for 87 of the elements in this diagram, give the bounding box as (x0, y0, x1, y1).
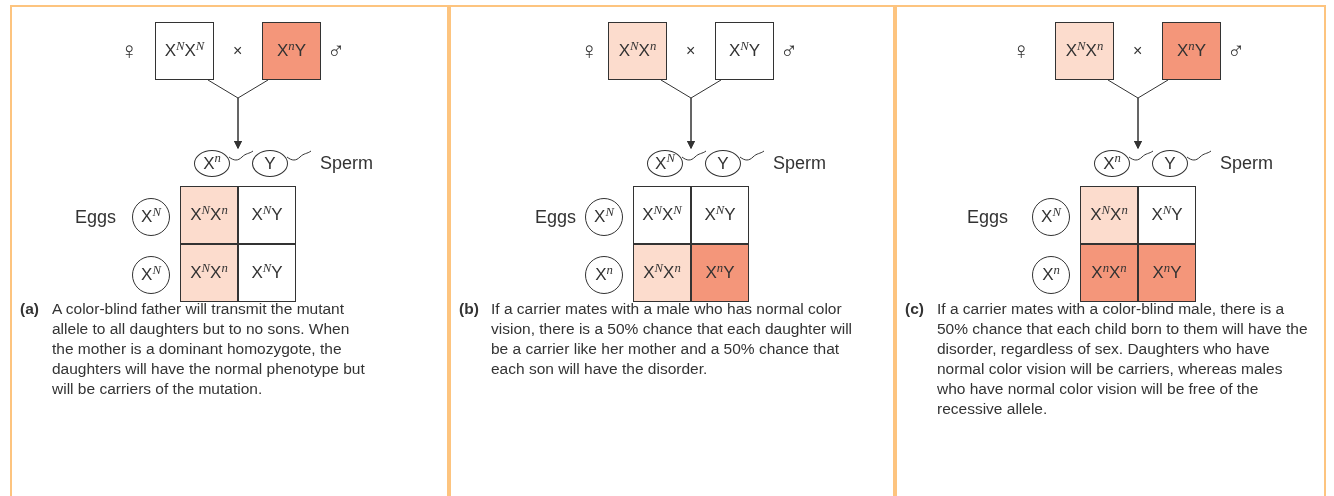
gamete-label: Eggs (966, 206, 1008, 229)
egg-cell (585, 198, 623, 236)
genotype-label: Y (264, 152, 276, 175)
panel-description: If a carrier mates with a color-blind male, there is a 50% chance that each child born to them will have the disorder, regardless of sex. Daughters who have normal color vision will be carriers, whereas males who have normal color vision will be free of the recessive allele. (937, 299, 1309, 419)
cross-symbol: × (686, 41, 696, 61)
genotype-label: X$^{N}$X$^{n}$ (618, 38, 657, 63)
sperm-cell (194, 150, 230, 177)
genotype-label: X$^{N}$Y (1151, 202, 1183, 227)
genotype-label: Y (717, 152, 729, 175)
genotype-label: X$^{N}$ (141, 262, 161, 287)
genotype-label: X$^{N}$ (141, 204, 161, 229)
genotype-box (715, 22, 774, 80)
genotype-box (262, 22, 321, 80)
sex-symbol: ♀ (580, 38, 598, 64)
genotype-label: X$^{N}$Y (728, 38, 761, 63)
punnett-cell (691, 186, 749, 244)
genotype-label: X$^{N}$X$^{n}$ (190, 202, 228, 227)
sperm-cell (705, 150, 741, 177)
punnett-cell (180, 186, 238, 244)
genotype-box (608, 22, 667, 80)
punnett-cell (1138, 244, 1196, 302)
genotype-label: X$^{N}$Y (251, 202, 283, 227)
gamete-label: Sperm (320, 152, 373, 175)
egg-cell (1032, 198, 1070, 236)
egg-cell (132, 256, 170, 294)
genotype-label: X$^{N}$X$^{N}$ (642, 202, 682, 227)
panel-letter: (a) (20, 299, 39, 319)
genotype-label: X$^{N}$ (594, 204, 614, 229)
genotype-label: X$^{N}$Y (704, 202, 736, 227)
gamete-label: Sperm (773, 152, 826, 175)
panel (449, 5, 895, 496)
genotype-label: Y (1164, 152, 1176, 175)
arrow (234, 79, 269, 149)
genotype-label: X$^{N}$X$^{N}$ (164, 38, 205, 63)
genotype-label: X$^{n}$Y (1176, 38, 1207, 63)
sex-symbol: ♂ (1227, 38, 1245, 64)
genotype-label: X$^{n}$X$^{n}$ (1091, 260, 1127, 285)
sperm-cell (647, 150, 683, 177)
genotype-label: X$^{n}$ (1042, 262, 1060, 287)
genotype-label: X$^{N}$ (655, 150, 675, 175)
punnett-cell (238, 186, 296, 244)
genotype-box (155, 22, 214, 80)
cross-symbol: × (233, 41, 243, 61)
genotype-label: X$^{n}$Y (1152, 260, 1182, 285)
sex-symbol: ♀ (1012, 38, 1030, 64)
panel (895, 5, 1326, 496)
punnett-cell (1080, 244, 1138, 302)
genotype-label: X$^{n}$Y (276, 38, 307, 63)
punnett-cell (238, 244, 296, 302)
egg-cell (132, 198, 170, 236)
gamete-label: Eggs (534, 206, 576, 229)
genotype-label: X$^{n}$ (1103, 150, 1121, 175)
panel-letter: (b) (459, 299, 479, 319)
genotype-label: X$^{n}$Y (705, 260, 735, 285)
genotype-label: X$^{n}$ (203, 150, 221, 175)
sperm-cell (1094, 150, 1130, 177)
punnett-cell (691, 244, 749, 302)
sex-symbol: ♀ (120, 38, 138, 64)
genotype-label: X$^{N}$X$^{n}$ (1065, 38, 1104, 63)
panel (10, 5, 449, 496)
punnett-cell (1080, 186, 1138, 244)
punnett-cell (180, 244, 238, 302)
gamete-label: Sperm (1220, 152, 1273, 175)
panel-description: A color-blind father will transmit the mutant allele to all daughters but to no sons. When the mother is a dominant homozygote, the daughters will have the normal phenotype but will be carriers of the mutation. (52, 299, 366, 399)
genotype-label: X$^{N}$X$^{n}$ (643, 260, 681, 285)
gamete-label: Eggs (74, 206, 116, 229)
genotype-label: X$^{n}$ (595, 262, 613, 287)
arrow (687, 79, 722, 149)
sperm-cell (252, 150, 288, 177)
egg-cell (1032, 256, 1070, 294)
genotype-label: X$^{N}$X$^{n}$ (1090, 202, 1128, 227)
arrow (1134, 79, 1169, 149)
genotype-label: X$^{N}$Y (251, 260, 283, 285)
egg-cell (585, 256, 623, 294)
punnett-cell (1138, 186, 1196, 244)
genotype-box (1055, 22, 1114, 80)
sex-symbol: ♂ (780, 38, 798, 64)
genotype-label: X$^{N}$ (1041, 204, 1061, 229)
sex-symbol: ♂ (327, 38, 345, 64)
panel-description: If a carrier mates with a male who has normal color vision, there is a 50% chance that each daughter will be a carrier like her mother and a 50% chance that each son will have the disorder. (491, 299, 854, 379)
punnett-cell (633, 186, 691, 244)
genotype-label: X$^{N}$X$^{n}$ (190, 260, 228, 285)
cross-symbol: × (1133, 41, 1143, 61)
panel-letter: (c) (905, 299, 924, 319)
punnett-cell (633, 244, 691, 302)
sperm-cell (1152, 150, 1188, 177)
genotype-box (1162, 22, 1221, 80)
